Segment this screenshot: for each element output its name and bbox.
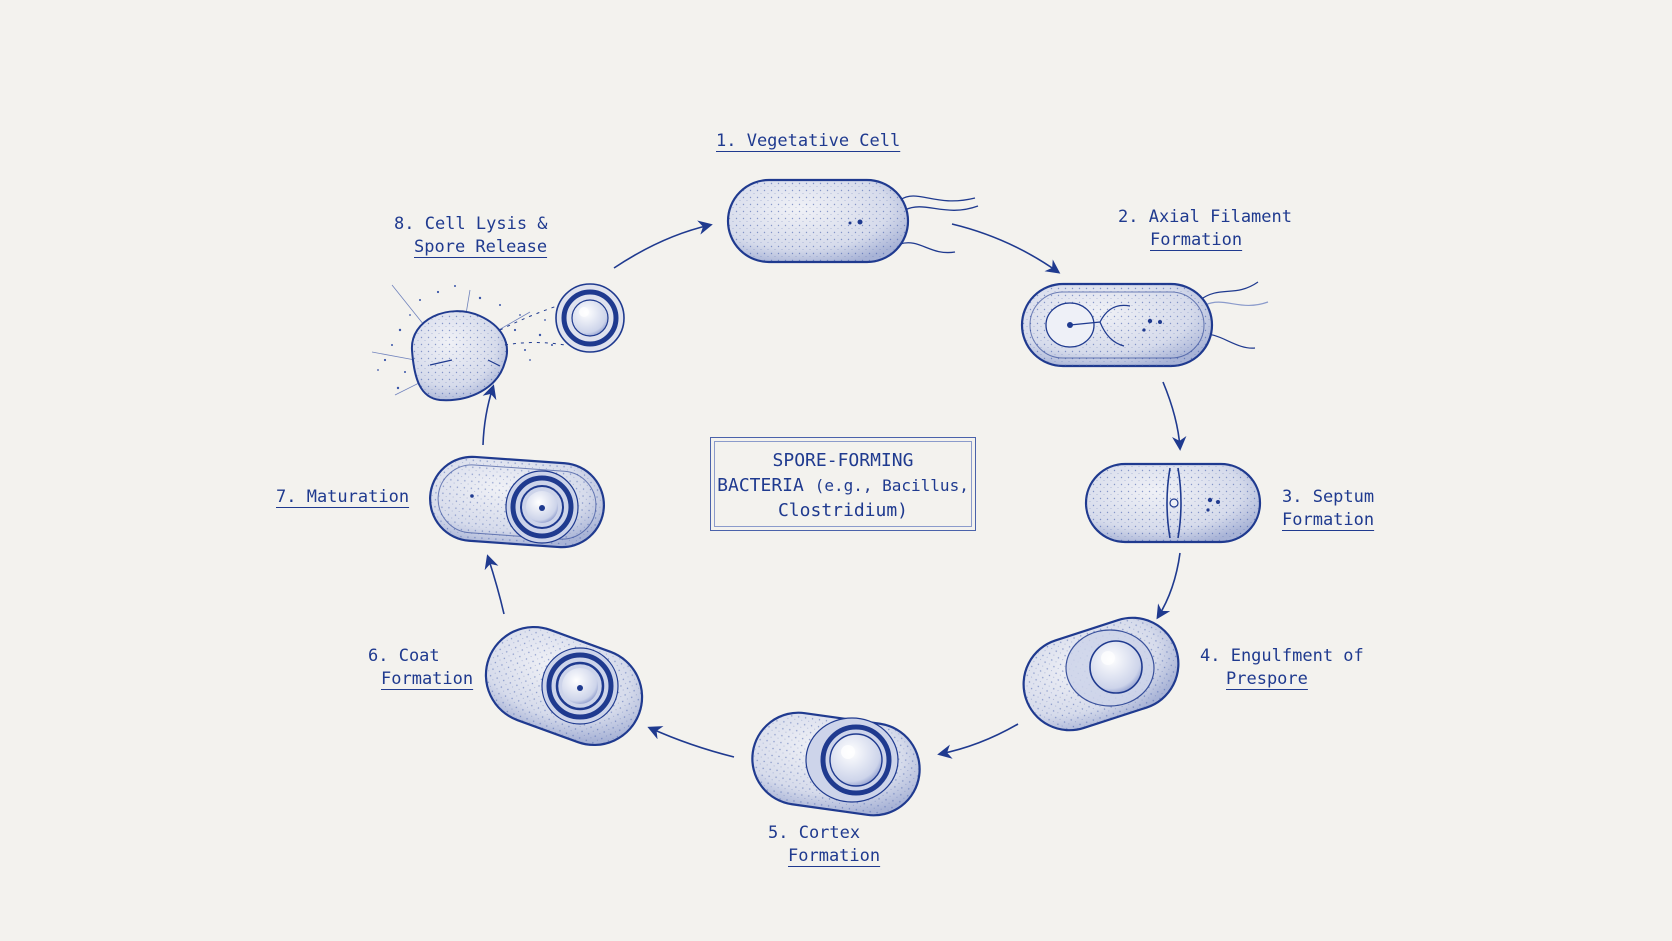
vegetative-cell (726, 178, 979, 264)
center-title-bacteria: BACTERIA (717, 475, 804, 496)
stage-label-8-line-1: 8. Cell Lysis & (394, 214, 548, 234)
axial-filament-cell (1020, 281, 1269, 368)
arrow-8-to-1 (613, 220, 713, 269)
center-title-line-3: Clostridium) (777, 500, 909, 521)
arrow-3-to-4 (1156, 552, 1181, 620)
lysed-cell (371, 284, 567, 402)
arrow-2-to-3 (1162, 381, 1187, 451)
stage-label-1-line-1: 1. Vegetative Cell (716, 131, 901, 151)
cycle-arrows (482, 220, 1187, 759)
stage-label-4: 4. Engulfment of Prespore (1200, 645, 1364, 691)
septum-cell (1084, 462, 1262, 544)
stage-label-4-line-2: Prespore (1226, 669, 1308, 689)
center-title-line-2: BACTERIA (e.g., Bacillus, (711, 473, 975, 498)
center-title-example: (e.g., Bacillus, (814, 476, 969, 495)
stage-label-2-line-1: 2. Axial Filament (1118, 207, 1292, 227)
stage-label-8-line-2: Spore Release (414, 237, 548, 257)
stage-label-3-line-1: 3. Septum (1282, 487, 1375, 507)
stage-label-2: 2. Axial Filament Formation (1118, 206, 1292, 252)
cortex-cell (751, 711, 921, 817)
stage-label-4-line-1: 4. Engulfment of (1200, 646, 1364, 666)
stage-label-2-line-2: Formation (1150, 230, 1243, 250)
released-spore (555, 283, 625, 353)
stage-label-5-line-2: Formation (788, 846, 881, 866)
center-title-box: SPORE-FORMING BACTERIA (e.g., Bacillus, … (710, 437, 976, 531)
arrow-7-to-8 (482, 384, 497, 446)
stage-label-3-line-2: Formation (1282, 510, 1375, 530)
stage-label-5: 5. Cortex Formation (768, 822, 880, 868)
arrow-5-to-6 (647, 726, 735, 758)
stage-label-7-line-1: 7. Maturation (276, 487, 410, 507)
stage-label-8: 8. Cell Lysis & Spore Release (394, 213, 548, 259)
stage-label-1: 1. Vegetative Cell (716, 130, 900, 153)
stage-label-7: 7. Maturation (276, 486, 409, 509)
coat-cell (484, 625, 644, 747)
engulfment-cell (1022, 616, 1180, 732)
stage-label-6-line-2: Formation (381, 669, 474, 689)
arrow-4-to-5 (937, 723, 1019, 759)
stage-label-5-line-1: 5. Cortex (768, 823, 861, 843)
stage-label-6-line-1: 6. Coat (368, 646, 440, 666)
arrow-1-to-2 (951, 223, 1061, 274)
arrow-6-to-7 (484, 554, 505, 615)
maturation-cell (429, 455, 605, 549)
center-title-line-1: SPORE-FORMING (772, 450, 914, 471)
stage-label-6: 6. Coat Formation (368, 645, 473, 691)
stage-label-3: 3. Septum Formation (1282, 486, 1374, 532)
